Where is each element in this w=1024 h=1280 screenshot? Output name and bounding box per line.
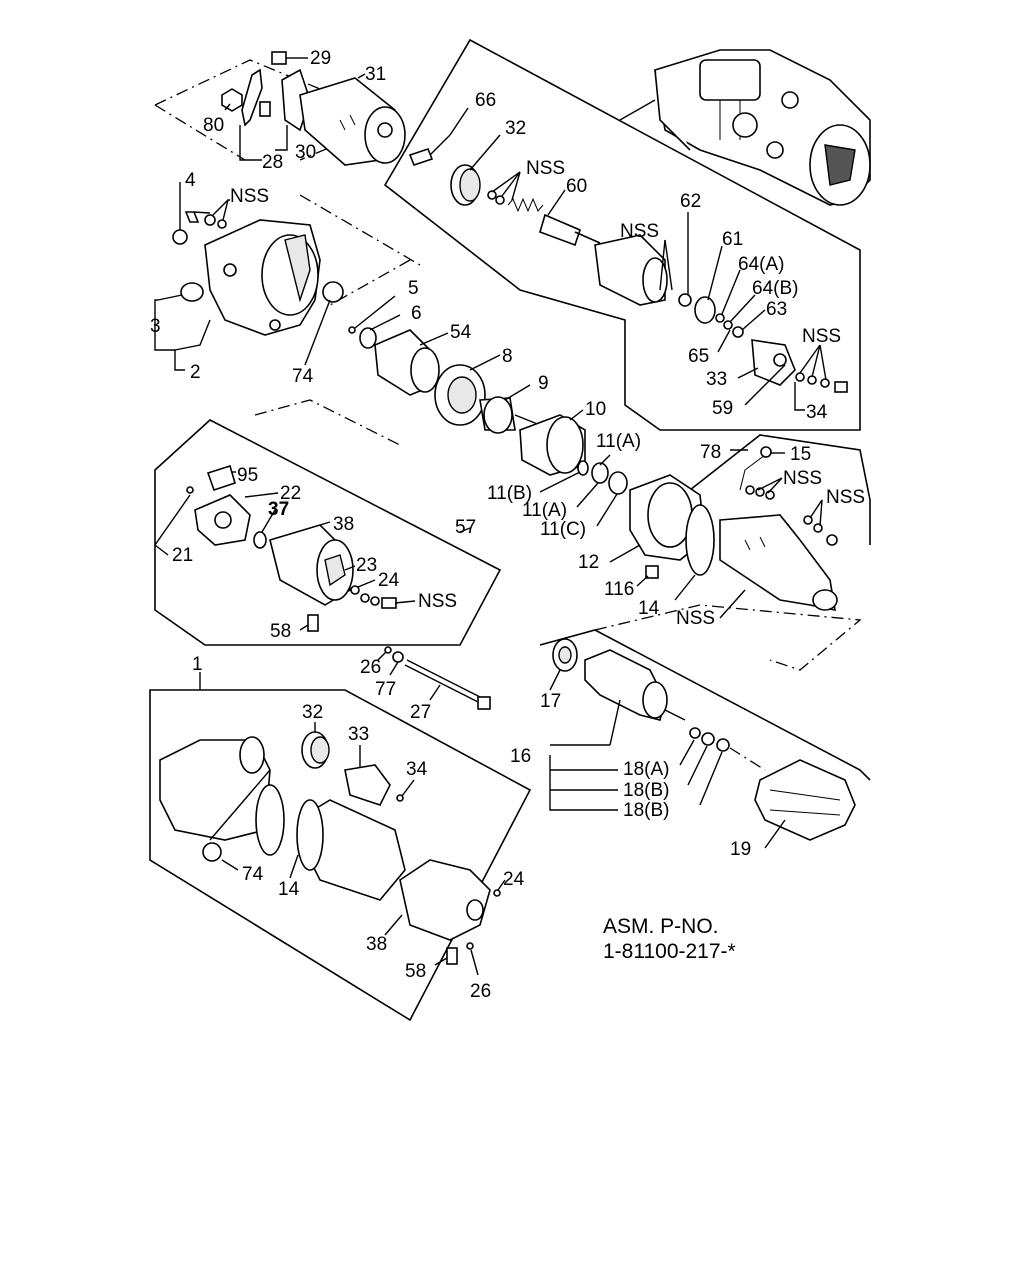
label-2: 2	[190, 362, 201, 383]
assembly-number: 1-81100-217-*	[603, 940, 736, 963]
label-32-bottom: 32	[302, 702, 323, 723]
gear-housing-and-yoke	[629, 446, 838, 612]
label-59: 59	[712, 398, 733, 419]
label-28: 28	[262, 152, 283, 173]
assembly-part-number: ASM. P-NO. 1-81100-217-*	[603, 915, 736, 963]
label-31: 31	[365, 64, 386, 85]
label-12: 12	[578, 552, 599, 573]
label-23: 23	[356, 555, 377, 576]
label-33-bottom: 33	[348, 724, 369, 745]
label-63: 63	[766, 299, 787, 320]
label-10: 10	[585, 399, 606, 420]
solenoid-parts-top-left	[221, 51, 406, 166]
label-57: 57	[455, 517, 476, 538]
label-nss-right: NSS	[826, 487, 865, 508]
label-nss-wire: NSS	[783, 468, 822, 489]
label-74-bottom: 74	[242, 864, 264, 885]
label-26-bottom: 26	[470, 981, 491, 1002]
label-24-bottom: 24	[503, 869, 525, 890]
leader-lines	[154, 57, 827, 976]
through-bolt-parts	[384, 646, 491, 710]
starter-assembly-illustration	[619, 49, 871, 206]
label-66: 66	[475, 90, 496, 111]
clutch-gear-parts	[348, 326, 628, 495]
label-17: 17	[540, 691, 561, 712]
label-62: 62	[680, 191, 701, 212]
label-8: 8	[502, 346, 513, 367]
label-80: 80	[203, 115, 224, 136]
label-116: 116	[604, 579, 634, 600]
label-14-right: 14	[638, 598, 660, 619]
label-11c: 11(C)	[540, 519, 586, 540]
label-5: 5	[408, 278, 419, 299]
label-54: 54	[450, 322, 472, 343]
label-14-bottom: 14	[278, 879, 300, 900]
label-6: 6	[411, 303, 422, 324]
label-38-brush: 38	[333, 514, 354, 535]
armature-parts	[552, 638, 856, 841]
label-16: 16	[510, 746, 531, 767]
label-nss-housing: NSS	[230, 186, 269, 207]
field-frame-group	[159, 731, 501, 965]
brush-holder-group	[186, 464, 397, 632]
label-4: 4	[185, 170, 196, 191]
label-33-top: 33	[706, 369, 727, 390]
part-number-labels: 29 31 80 28 30 4 NSS 3 2 74 5 6 54 8 9 1…	[150, 48, 865, 1002]
label-26-top: 26	[360, 657, 381, 678]
label-58-brush: 58	[270, 621, 291, 642]
label-61: 61	[722, 229, 743, 250]
label-32-top: 32	[505, 118, 526, 139]
label-nss-cap: NSS	[802, 326, 841, 347]
label-37: 37	[268, 499, 289, 520]
label-24-brush: 24	[378, 570, 400, 591]
label-64b: 64(B)	[752, 278, 798, 299]
label-9: 9	[538, 373, 549, 394]
label-34-top: 34	[806, 402, 828, 423]
drive-housing	[172, 211, 344, 336]
label-60: 60	[566, 176, 587, 197]
label-30: 30	[295, 142, 316, 163]
drive-lever-plunger-parts	[408, 148, 848, 393]
label-95: 95	[237, 465, 258, 486]
label-nss-plunger: NSS	[526, 158, 565, 179]
label-11a-2: 11(A)	[522, 500, 567, 521]
label-3: 3	[150, 316, 161, 337]
label-34-bottom: 34	[406, 759, 428, 780]
label-65: 65	[688, 346, 709, 367]
label-nss-yoke: NSS	[676, 608, 715, 629]
label-nss-solenoid: NSS	[620, 221, 659, 242]
label-19: 19	[730, 839, 751, 860]
label-21: 21	[172, 545, 193, 566]
label-74-top: 74	[292, 366, 314, 387]
label-58-bottom: 58	[405, 961, 426, 982]
label-27: 27	[410, 702, 431, 723]
label-11a-1: 11(A)	[596, 431, 641, 452]
label-29: 29	[310, 48, 331, 69]
label-77: 77	[375, 679, 396, 700]
label-22: 22	[280, 483, 301, 504]
label-18b-2: 18(B)	[623, 800, 669, 821]
assembly-title: ASM. P-NO.	[603, 915, 719, 938]
group-frames	[149, 38, 871, 1022]
label-15: 15	[790, 444, 811, 465]
label-38-bottom: 38	[366, 934, 387, 955]
label-1: 1	[192, 654, 203, 675]
label-11b: 11(B)	[487, 483, 532, 504]
label-18b-1: 18(B)	[623, 780, 669, 801]
label-nss-brush: NSS	[418, 591, 457, 612]
label-64a: 64(A)	[738, 254, 784, 275]
label-18a: 18(A)	[623, 759, 669, 780]
label-78: 78	[700, 442, 721, 463]
